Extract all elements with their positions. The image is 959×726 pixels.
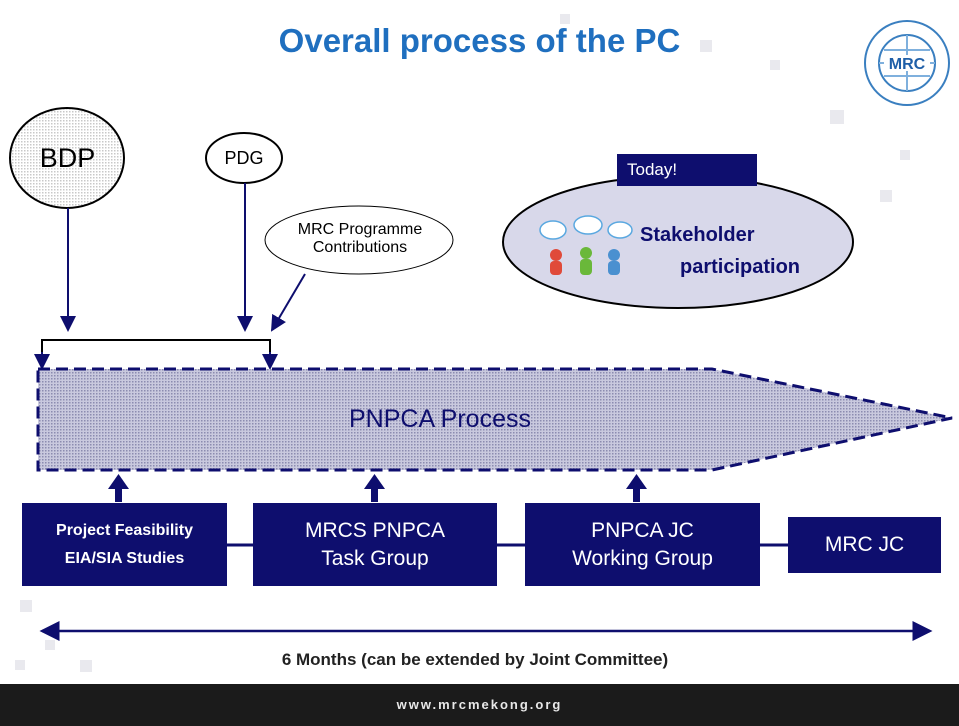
step-up-arrow xyxy=(108,474,129,502)
decor-square xyxy=(80,660,92,672)
logo-text: MRC xyxy=(889,56,926,73)
decor-square xyxy=(900,150,910,160)
step-line2: Task Group xyxy=(321,546,429,570)
participation-label: participation xyxy=(680,256,801,278)
stakeholder-label: Stakeholder xyxy=(640,224,755,246)
pdg-label: PDG xyxy=(224,148,264,168)
step-line2: EIA/SIA Studies xyxy=(64,549,185,567)
input-bracket xyxy=(41,339,271,367)
mrc-programme-oval xyxy=(264,205,454,275)
step-line1: MRCS PNPCA xyxy=(304,518,446,542)
slide-title: Overall process of the PC xyxy=(278,22,681,59)
step-line2: Working Group xyxy=(572,546,713,570)
step-jc-working-group: PNPCA JC Working Group xyxy=(525,503,760,586)
mrc-programme-label: MRC Programme Contributions xyxy=(297,221,423,256)
decor-square xyxy=(45,640,55,650)
step-line1: Project Feasibility xyxy=(56,521,193,539)
footer-url: www.mrcmekong.org xyxy=(0,684,959,726)
decor-square xyxy=(770,60,780,70)
process-label: PNPCA Process xyxy=(348,405,531,433)
mrc-logo: MRC xyxy=(864,20,950,106)
pnpca-process-arrow xyxy=(36,367,953,472)
decor-square xyxy=(20,600,32,612)
step-project-feasibility: Project Feasibility EIA/SIA Studies xyxy=(22,503,227,586)
decor-square xyxy=(830,110,844,124)
step-line1: MRC JC xyxy=(824,533,905,556)
decor-square xyxy=(560,14,570,24)
mrc-programme-arrow xyxy=(270,273,306,332)
people-talking-icon xyxy=(539,215,633,275)
step-mrcs-task-group: MRCS PNPCA Task Group xyxy=(253,503,497,586)
step-up-arrow xyxy=(364,474,385,502)
decor-square xyxy=(700,40,712,52)
step-mrc-jc: MRC JC xyxy=(788,517,941,573)
duration-label: 6 Months (can be extended by Joint Commi… xyxy=(281,650,669,669)
step-up-arrow xyxy=(626,474,647,502)
decor-square xyxy=(880,190,892,202)
bdp-label: BDP xyxy=(39,143,96,173)
decor-square xyxy=(15,660,25,670)
step-line1: PNPCA JC xyxy=(591,518,694,542)
today-badge: Today! xyxy=(617,154,757,186)
